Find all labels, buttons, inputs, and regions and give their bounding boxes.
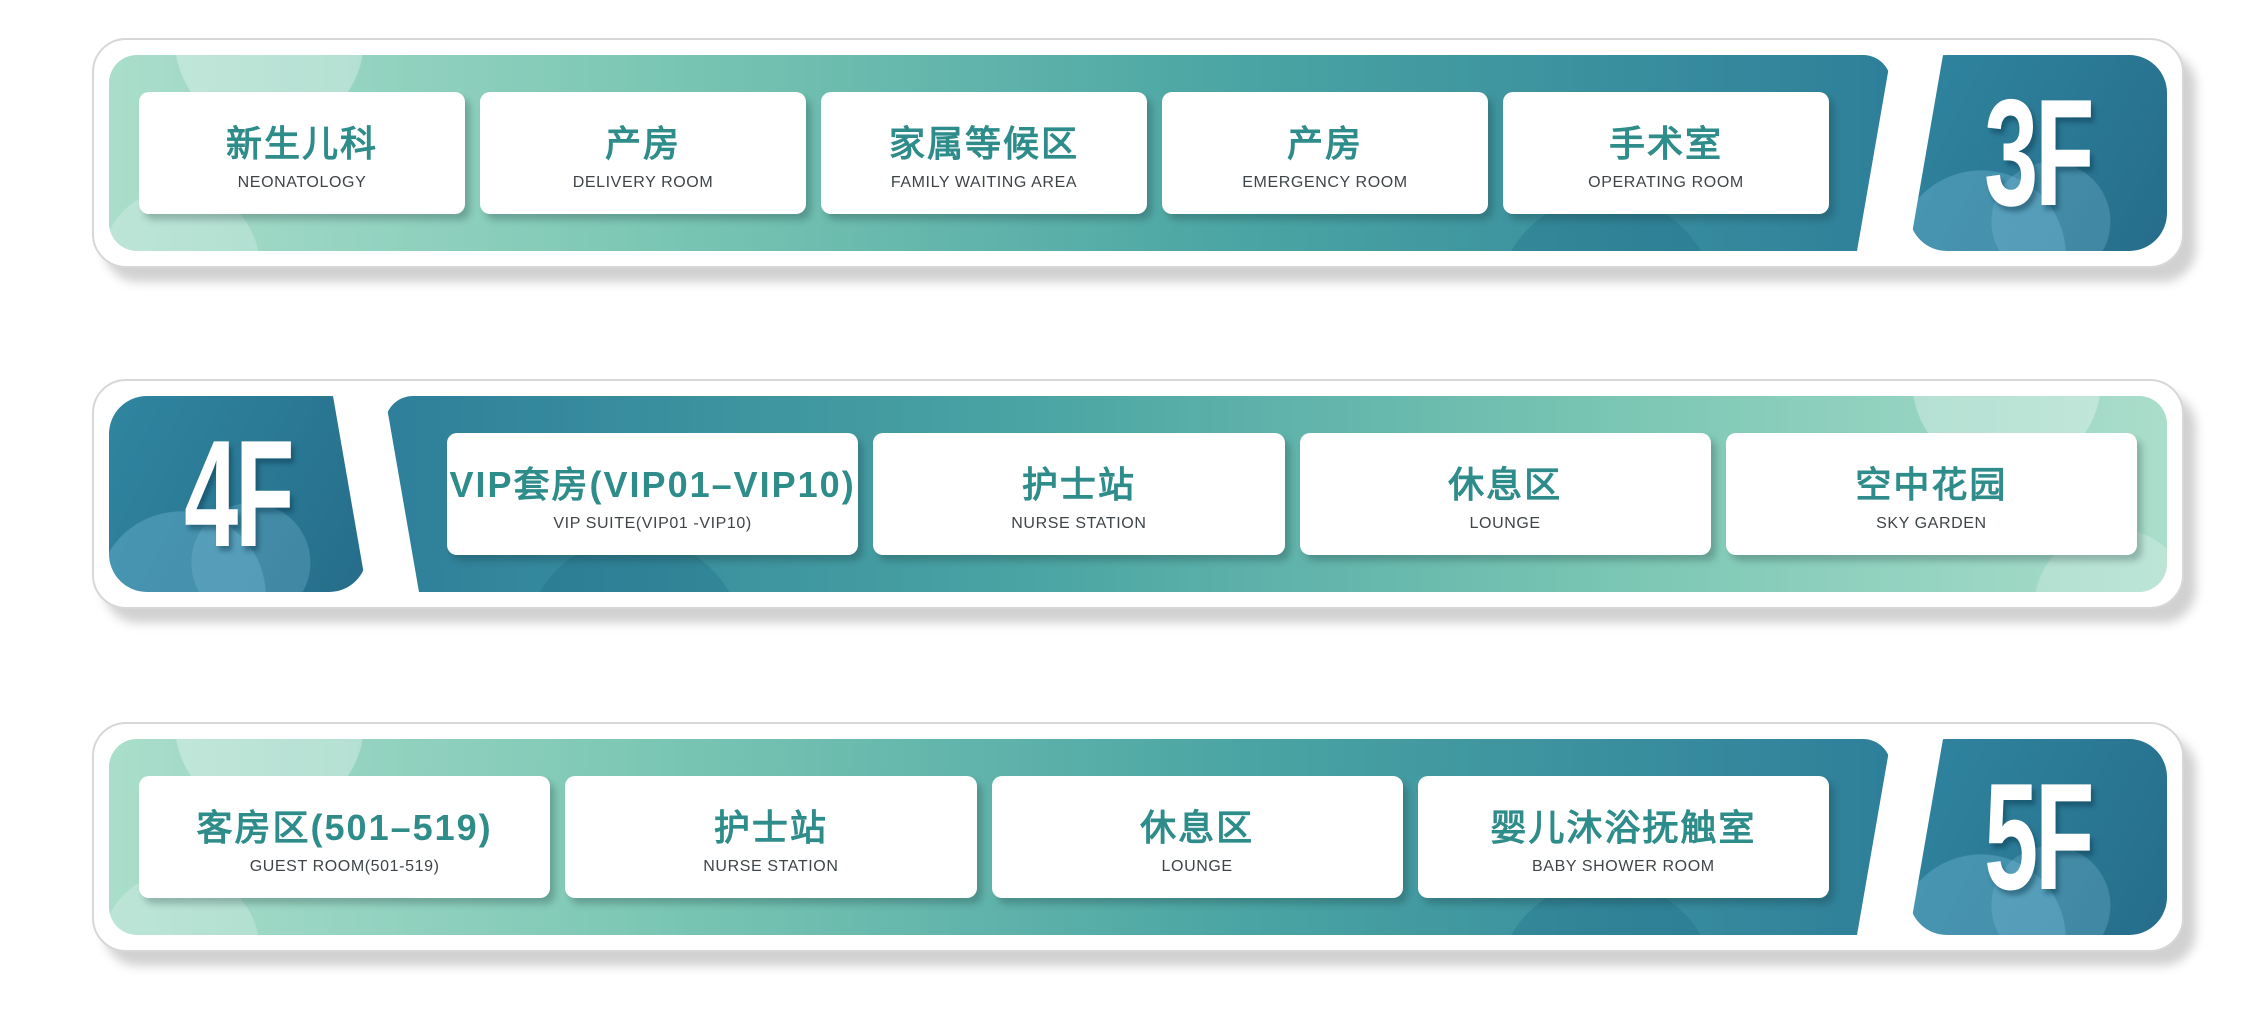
- department-name-zh: 产房: [604, 122, 681, 164]
- department-name-en: DELIVERY ROOM: [572, 173, 714, 191]
- floor-number-block: 4F: [109, 396, 367, 592]
- department-name-en: FAMILY WAITING AREA: [890, 173, 1078, 191]
- department-name-en: NURSE STATION: [1011, 514, 1147, 532]
- department-card: 空中花园 SKY GARDEN: [1725, 433, 2137, 555]
- department-name-en: NURSE STATION: [703, 857, 839, 875]
- department-name-en: LOUNGE: [1469, 514, 1541, 532]
- department-card: 产房 EMERGENCY ROOM: [1162, 92, 1488, 214]
- department-name-en: GUEST ROOM(501-519): [249, 857, 440, 875]
- department-name-zh: VIP套房(VIP01–VIP10): [449, 463, 856, 505]
- floor-number-block: 5F: [1909, 739, 2167, 935]
- department-name-en: SKY GARDEN: [1876, 514, 1987, 532]
- department-card: 休息区 LOUNGE: [992, 776, 1403, 898]
- department-name-zh: 休息区: [1140, 806, 1255, 848]
- department-name-zh: 休息区: [1448, 463, 1563, 505]
- department-name-zh: 新生儿科: [225, 122, 378, 164]
- department-card: VIP套房(VIP01–VIP10) VIP SUITE(VIP01 -VIP1…: [447, 433, 859, 555]
- department-name-en: VIP SUITE(VIP01 -VIP10): [553, 514, 752, 532]
- department-name-en: OPERATING ROOM: [1588, 173, 1744, 191]
- department-card: 休息区 LOUNGE: [1299, 433, 1711, 555]
- floor-number-label: 3F: [1984, 68, 2094, 238]
- department-name-zh: 客房区(501–519): [196, 806, 493, 848]
- department-name-zh: 手术室: [1608, 122, 1723, 164]
- department-card: 婴儿沐浴抚触室 BABY SHOWER ROOM: [1418, 776, 1829, 898]
- department-name-en: EMERGENCY ROOM: [1242, 173, 1408, 191]
- department-card: 新生儿科 NEONATOLOGY: [139, 92, 465, 214]
- department-name-zh: 护士站: [1021, 463, 1136, 505]
- floor-directory-board: 新生儿科 NEONATOLOGY 产房 DELIVERY ROOM 家属等候区 …: [0, 38, 2267, 1028]
- floor-number-label: 4F: [184, 409, 292, 579]
- floor-number-label: 5F: [1984, 752, 2094, 922]
- department-name-zh: 空中花园: [1855, 463, 2008, 505]
- department-card: 护士站 NURSE STATION: [565, 776, 976, 898]
- department-card: 家属等候区 FAMILY WAITING AREA: [821, 92, 1147, 214]
- department-name-en: BABY SHOWER ROOM: [1532, 857, 1715, 875]
- floor-panel-3f: 新生儿科 NEONATOLOGY 产房 DELIVERY ROOM 家属等候区 …: [92, 38, 2184, 268]
- department-name-zh: 产房: [1286, 122, 1363, 164]
- department-bar: VIP套房(VIP01–VIP10) VIP SUITE(VIP01 -VIP1…: [385, 396, 2167, 592]
- floor-number-block: 3F: [1909, 55, 2167, 251]
- department-card: 产房 DELIVERY ROOM: [480, 92, 806, 214]
- floor-panel-5f: 客房区(501–519) GUEST ROOM(501-519) 护士站 NUR…: [92, 722, 2184, 952]
- department-bar: 新生儿科 NEONATOLOGY 产房 DELIVERY ROOM 家属等候区 …: [109, 55, 1891, 251]
- floor-panel-4f: VIP套房(VIP01–VIP10) VIP SUITE(VIP01 -VIP1…: [92, 379, 2184, 609]
- department-name-zh: 家属等候区: [888, 122, 1079, 164]
- department-bar: 客房区(501–519) GUEST ROOM(501-519) 护士站 NUR…: [109, 739, 1891, 935]
- department-card: 护士站 NURSE STATION: [873, 433, 1285, 555]
- department-name-en: LOUNGE: [1161, 857, 1233, 875]
- department-card: 手术室 OPERATING ROOM: [1503, 92, 1829, 214]
- department-card: 客房区(501–519) GUEST ROOM(501-519): [139, 776, 550, 898]
- department-name-zh: 婴儿沐浴抚触室: [1490, 806, 1757, 848]
- department-name-zh: 护士站: [713, 806, 828, 848]
- department-name-en: NEONATOLOGY: [237, 173, 367, 191]
